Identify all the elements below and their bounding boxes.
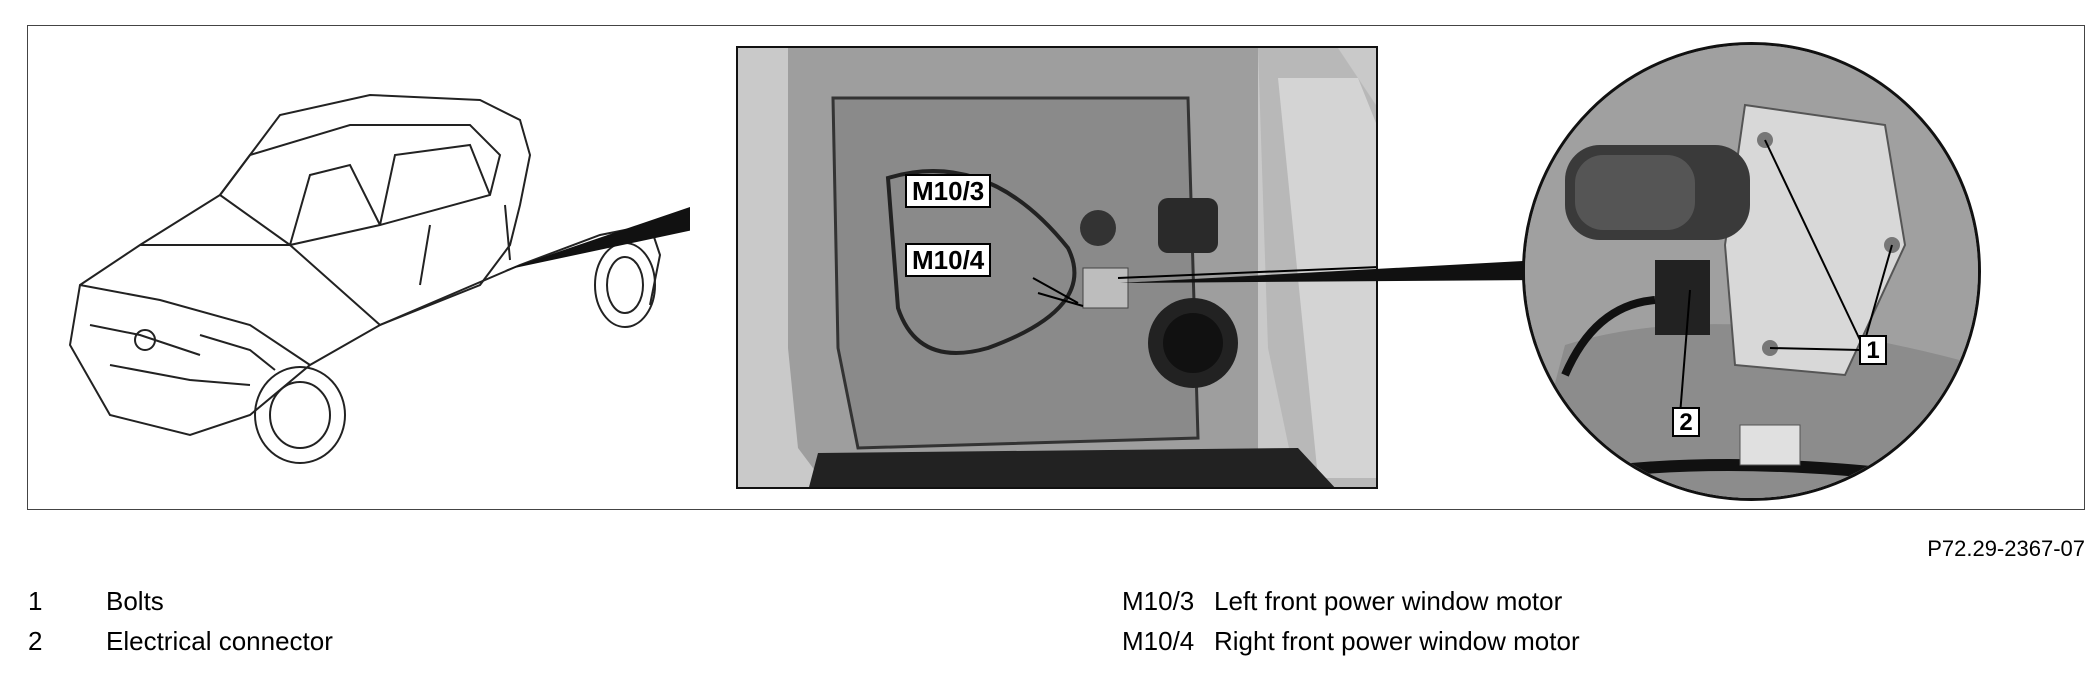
figure-code: P72.29-2367-07: [1927, 536, 2085, 561]
callout-1: 1: [1859, 335, 1887, 365]
car-illustration: [68, 93, 690, 464]
door-photo: M10/3 M10/4: [736, 46, 1378, 489]
legend-item: M10/4 Right front power window motor: [1122, 621, 1580, 661]
legend-item: 1 Bolts: [28, 581, 333, 621]
legend-left: 1 Bolts 2 Electrical connector: [28, 581, 333, 661]
legend-key: M10/4: [1122, 626, 1195, 656]
legend-text: Bolts: [106, 586, 164, 616]
connector-line: [1120, 260, 1540, 283]
legend-key: 2: [28, 626, 43, 656]
callout-m10-4: M10/4: [905, 243, 992, 277]
legend-item: 2 Electrical connector: [28, 621, 333, 661]
legend-text: Right front power window motor: [1214, 626, 1580, 656]
legend-item: M10/3 Left front power window motor: [1122, 581, 1580, 621]
legend-key: M10/3: [1122, 586, 1195, 616]
detail-photo: 1 2: [1522, 42, 1981, 501]
legend-text: Left front power window motor: [1214, 586, 1563, 616]
legend-right: M10/3 Left front power window motor M10/4…: [1122, 581, 1580, 661]
legend-text: Electrical connector: [106, 626, 333, 656]
legend-key: 1: [28, 586, 43, 616]
callout-m10-3: M10/3: [905, 174, 992, 208]
callout-2: 2: [1672, 407, 1700, 437]
